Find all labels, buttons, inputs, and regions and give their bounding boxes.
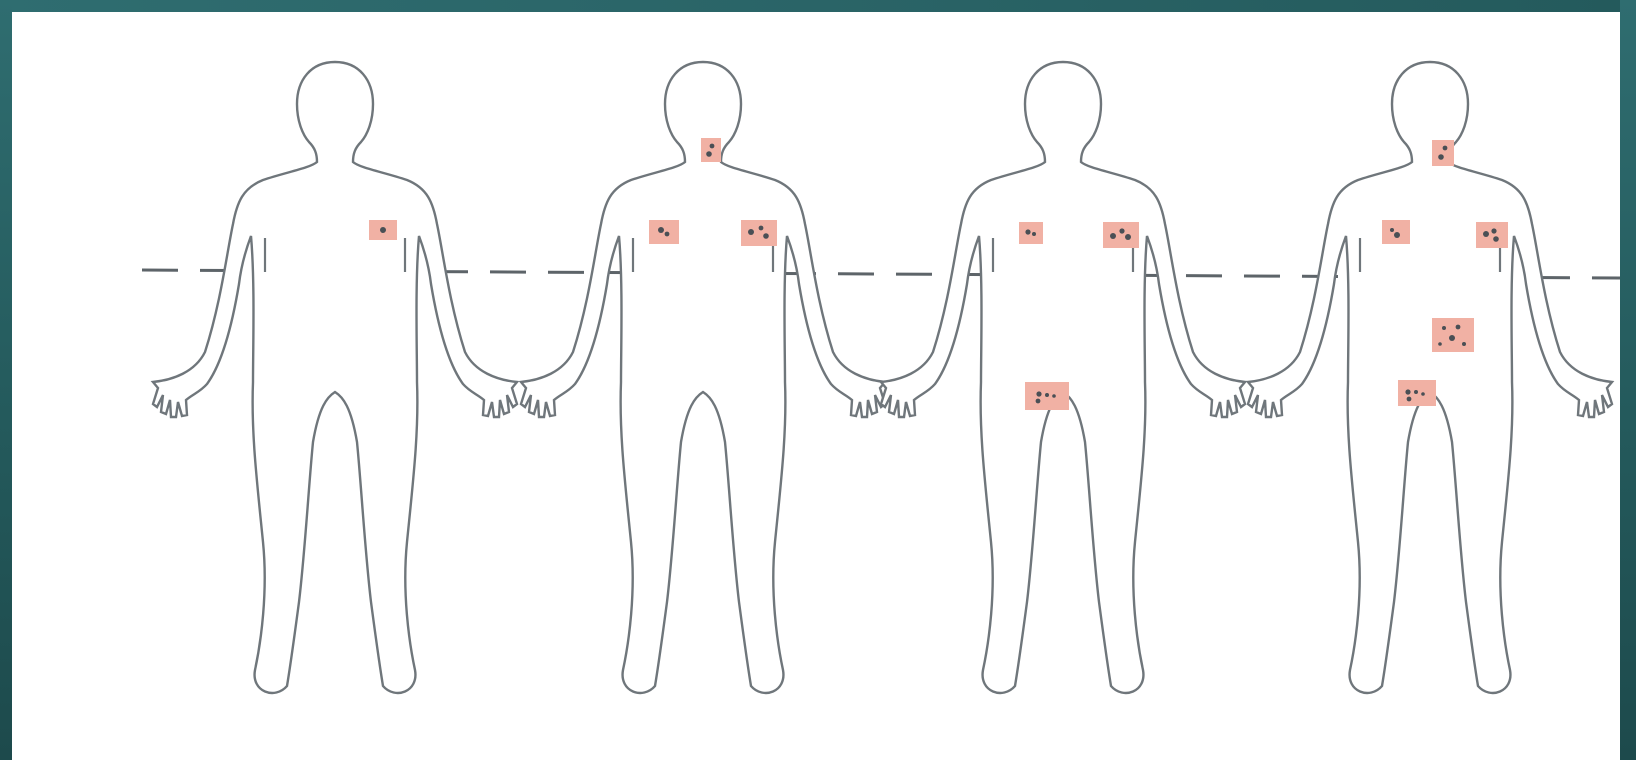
figure-stage-4 <box>1248 62 1612 693</box>
lesion-neck <box>701 138 721 162</box>
lesion-right-chest <box>369 220 397 240</box>
lesion-right-chest <box>741 220 777 246</box>
lesion-right-chest <box>1476 222 1508 248</box>
lesion-neck <box>1432 140 1454 166</box>
lesion-groin <box>1025 382 1069 410</box>
lesion-left-chest <box>1382 220 1410 244</box>
lesion-groin <box>1398 380 1436 406</box>
lesion-left-chest <box>1019 222 1043 244</box>
lesion-left-chest <box>649 220 679 244</box>
lesion-abdomen <box>1432 318 1474 352</box>
figure-stage-3 <box>881 62 1245 693</box>
figure-stage-1 <box>153 62 517 693</box>
figure-stage-2 <box>521 62 885 693</box>
lesion-right-chest <box>1103 222 1139 248</box>
